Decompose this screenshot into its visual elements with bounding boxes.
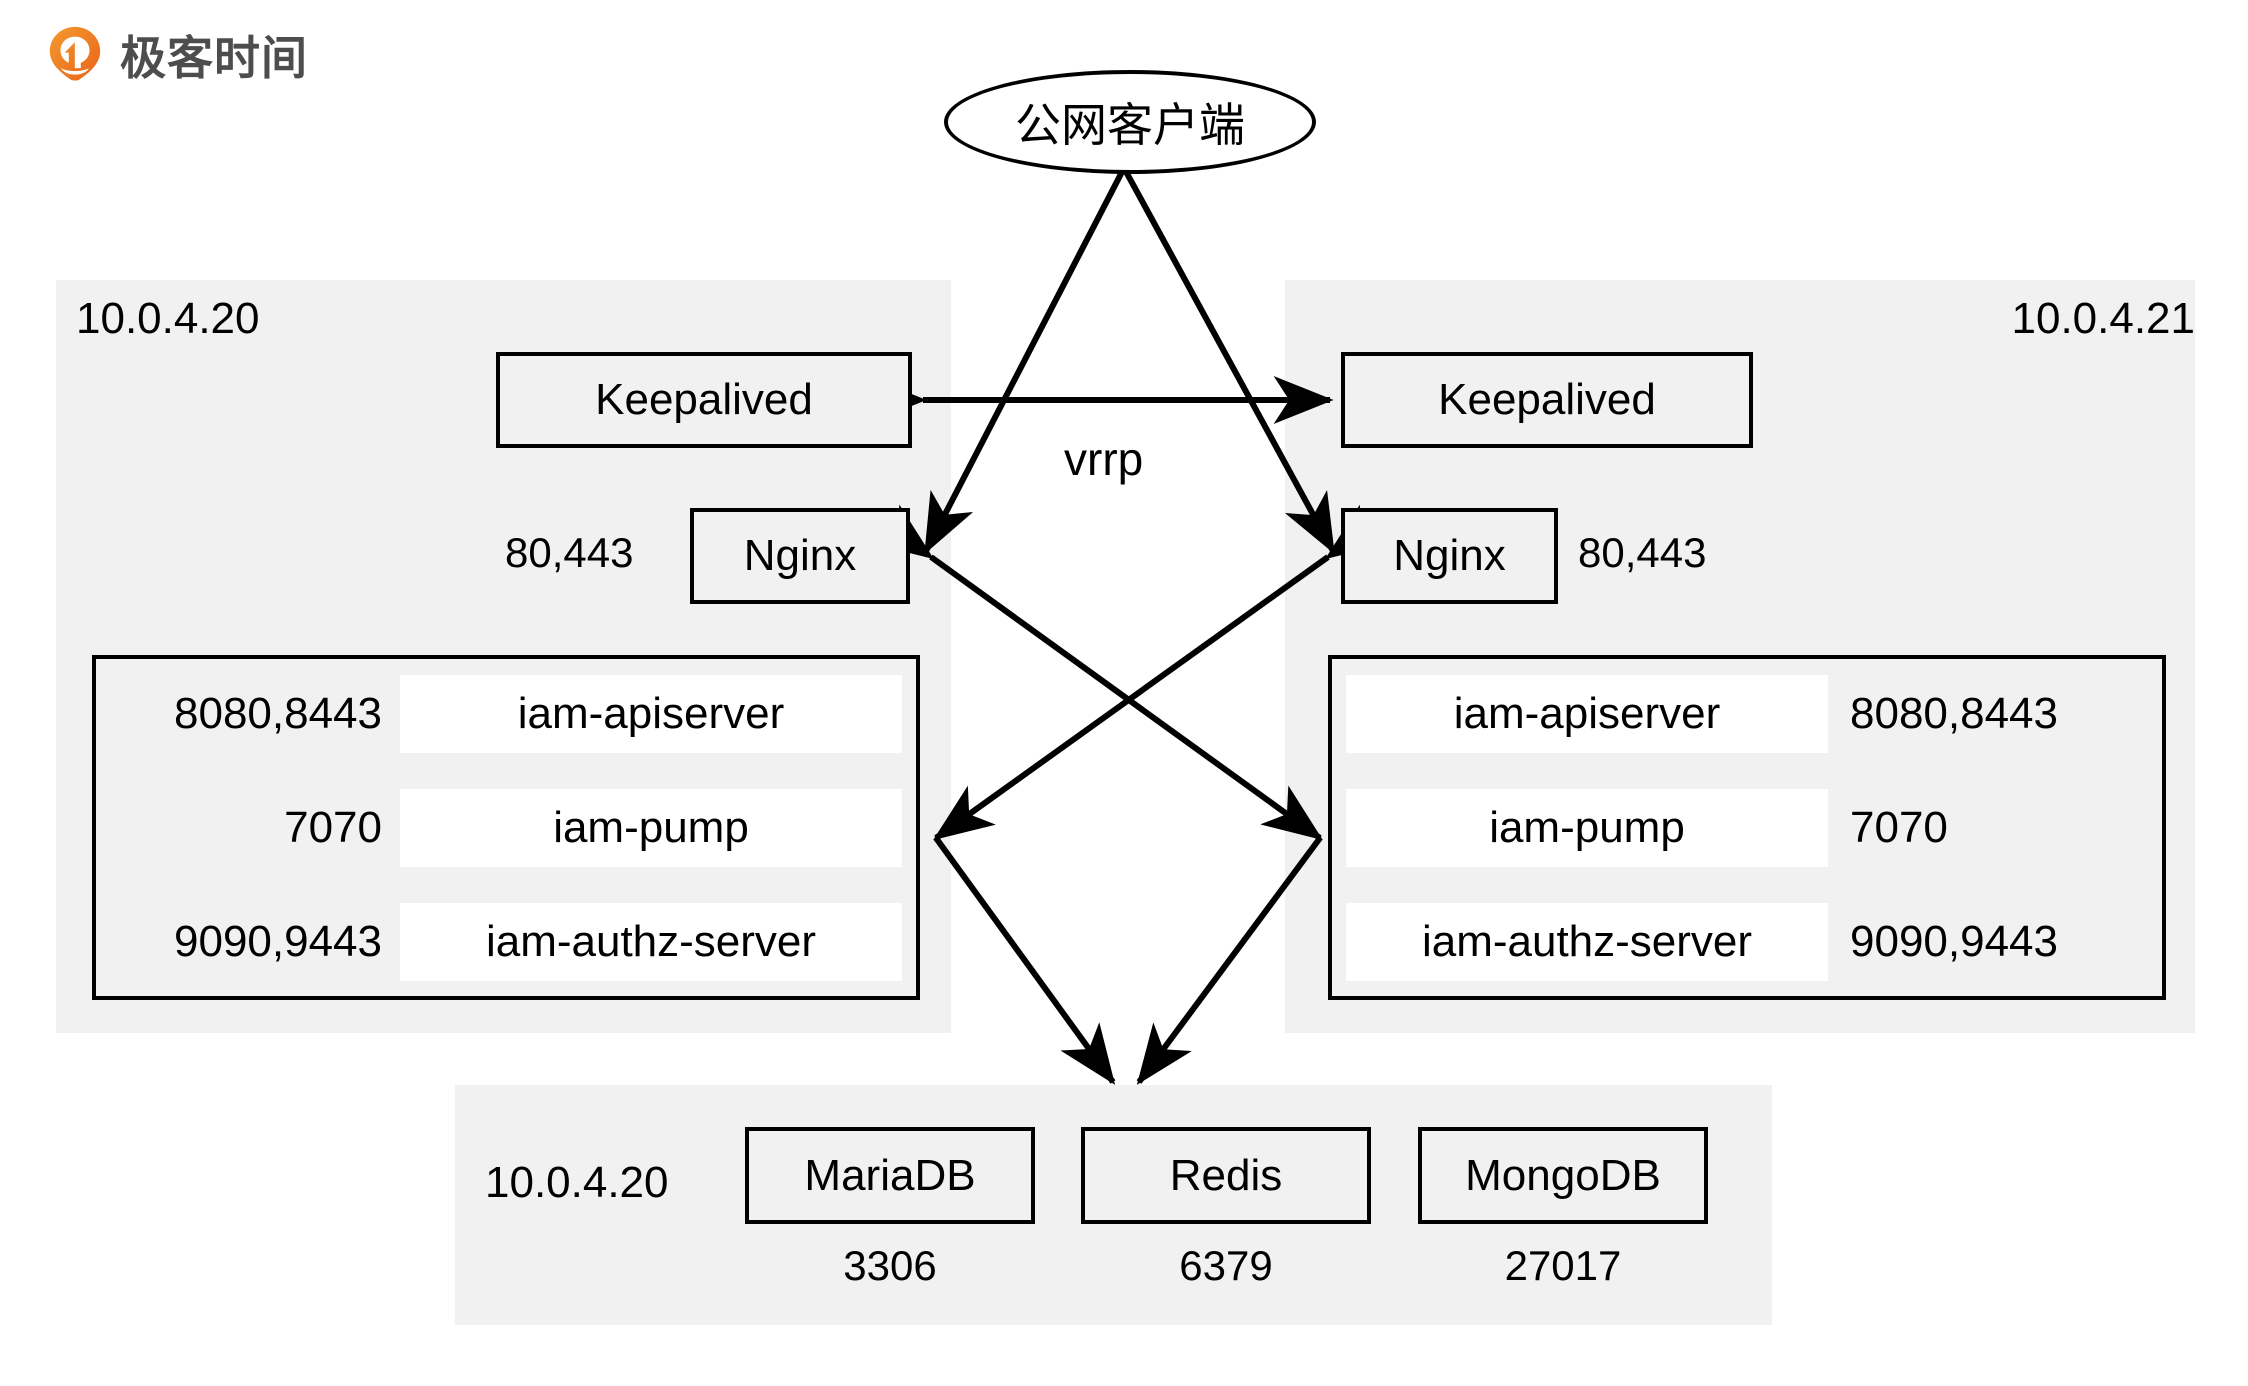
- right-service-ports-2: 9090,9443: [1850, 917, 2058, 966]
- right-service-row-2[interactable]: iam-authz-server 9090,9443: [1346, 903, 2148, 981]
- left-service-name-2: iam-authz-server: [400, 903, 902, 981]
- mariadb-box[interactable]: MariaDB: [745, 1127, 1035, 1224]
- left-nginx-ports: 80,443: [505, 529, 634, 576]
- left-nginx-box[interactable]: Nginx: [690, 508, 910, 604]
- edge-right-nginx-to-left-services: [933, 504, 1388, 841]
- right-nginx-label: Nginx: [1393, 531, 1506, 580]
- redis-port: 6379: [1179, 1242, 1273, 1289]
- left-service-ports-1: 7070: [284, 803, 382, 852]
- left-service-row-1[interactable]: 7070 iam-pump: [110, 789, 902, 867]
- mariadb-port: 3306: [843, 1242, 937, 1289]
- left-keepalived-box[interactable]: Keepalived: [496, 352, 912, 448]
- redis-label: Redis: [1169, 1150, 1283, 1200]
- right-service-row-1[interactable]: iam-pump 7070: [1346, 789, 2148, 867]
- brand-name: 极客时间: [120, 32, 308, 84]
- edge-left-services-to-db: [933, 836, 1116, 1085]
- public-client-node[interactable]: 公网客户端: [944, 70, 1316, 174]
- redis-box[interactable]: Redis: [1081, 1127, 1371, 1224]
- right-host-ip-label: 10.0.4.21: [2011, 294, 2196, 343]
- left-nginx-label: Nginx: [743, 531, 857, 580]
- right-service-name-1: iam-pump: [1346, 789, 1828, 867]
- edge-left-nginx-to-right-services: [871, 504, 1323, 841]
- right-nginx-box[interactable]: Nginx: [1341, 508, 1558, 604]
- left-service-row-2[interactable]: 9090,9443 iam-authz-server: [110, 903, 902, 981]
- left-service-name-1: iam-pump: [400, 789, 902, 867]
- right-service-name-2: iam-authz-server: [1346, 903, 1828, 981]
- db-host-ip-label: 10.0.4.20: [485, 1158, 669, 1207]
- public-client-label: 公网客户端: [1015, 99, 1245, 151]
- right-keepalived-box[interactable]: Keepalived: [1341, 352, 1753, 448]
- right-service-ports-1: 7070: [1850, 803, 1948, 852]
- left-host-ip-label: 10.0.4.20: [76, 294, 260, 343]
- mongodb-label: MongoDB: [1465, 1150, 1661, 1200]
- vrrp-edge-label: vrrp: [1064, 433, 1144, 485]
- brand-logo: 极客时间: [44, 22, 308, 88]
- geektime-pin-logo-icon: [49, 26, 101, 81]
- left-service-row-0[interactable]: 8080,8443 iam-apiserver: [110, 675, 902, 753]
- right-service-row-0[interactable]: iam-apiserver 8080,8443: [1346, 675, 2148, 753]
- right-keepalived-label: Keepalived: [1438, 375, 1656, 424]
- edge-client-to-left-nginx: [923, 166, 1127, 555]
- left-service-ports-0: 8080,8443: [174, 689, 382, 738]
- right-service-ports-0: 8080,8443: [1850, 689, 2058, 738]
- mongodb-port: 27017: [1504, 1242, 1622, 1289]
- left-keepalived-label: Keepalived: [595, 375, 813, 424]
- mongodb-box[interactable]: MongoDB: [1418, 1127, 1708, 1224]
- right-service-name-0: iam-apiserver: [1346, 675, 1828, 753]
- left-service-name-0: iam-apiserver: [400, 675, 902, 753]
- mariadb-label: MariaDB: [804, 1150, 976, 1200]
- left-service-ports-2: 9090,9443: [174, 917, 382, 966]
- right-nginx-ports: 80,443: [1578, 529, 1707, 576]
